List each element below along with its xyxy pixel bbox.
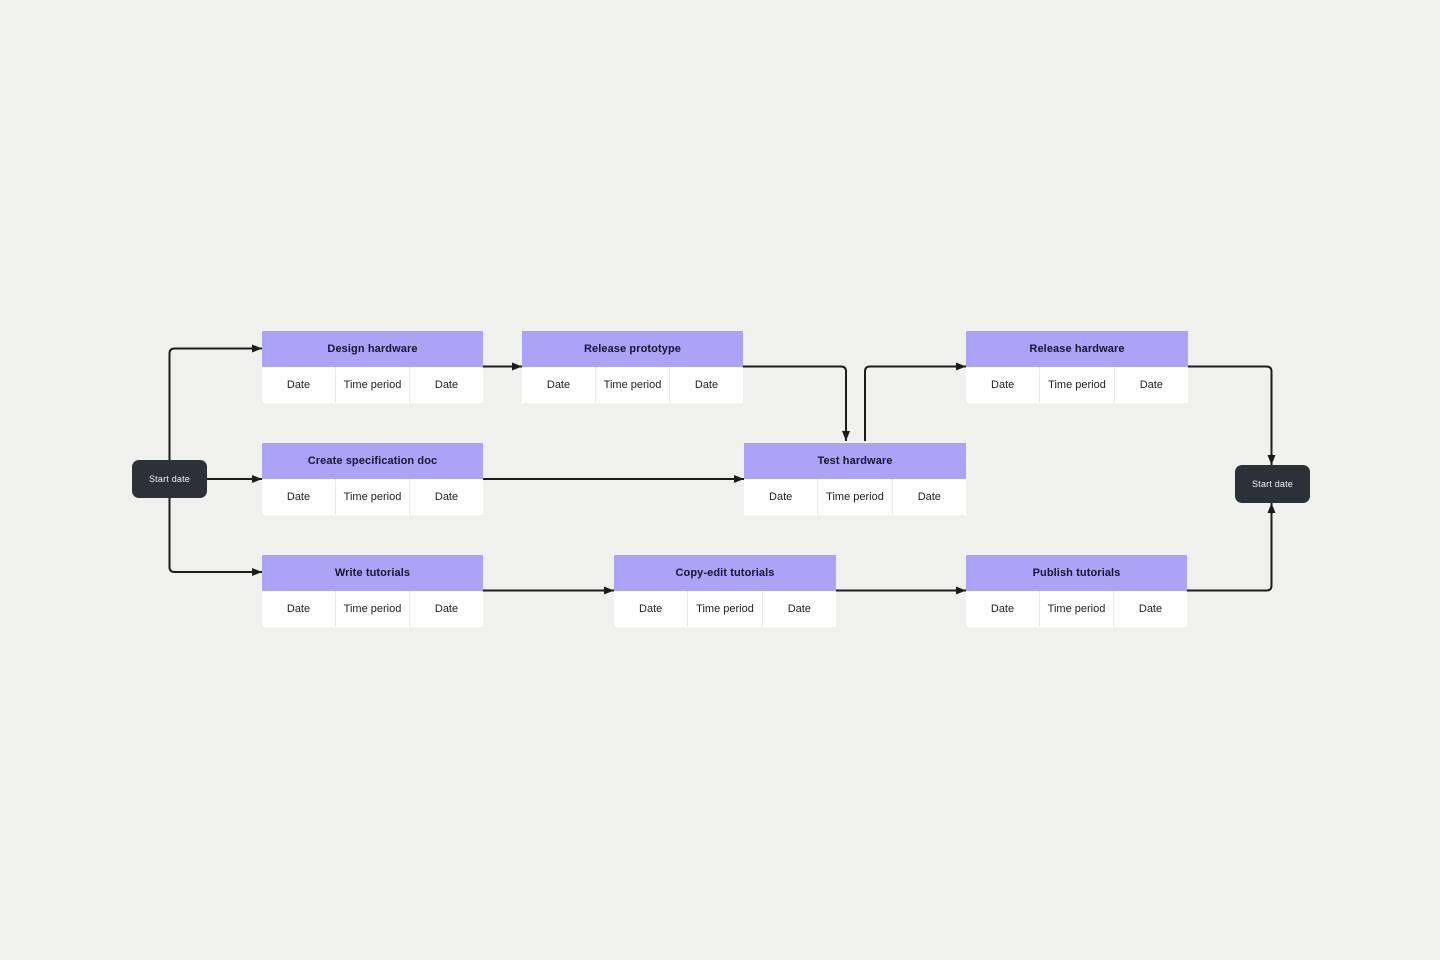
start-date-cell[interactable]: Date xyxy=(546,379,571,391)
end-date-cell[interactable]: Date xyxy=(409,367,483,403)
start-date-cell[interactable]: Date xyxy=(990,603,1015,615)
card-title: Design hardware xyxy=(262,331,483,367)
end-date-cell[interactable]: Date xyxy=(761,591,836,627)
start-date-node-right[interactable]: Start date xyxy=(1235,465,1310,503)
time-period-cell[interactable]: Time period xyxy=(1039,367,1113,403)
card-title: Create specification doc xyxy=(262,443,483,479)
end-date-cell[interactable]: Date xyxy=(409,591,483,627)
card-title: Release prototype xyxy=(522,331,743,367)
time-period-cell[interactable]: Time period xyxy=(687,591,761,627)
task-card-create-specification-doc[interactable]: Create specification doc Date Time perio… xyxy=(262,443,483,515)
card-body: Date Time period Date xyxy=(614,591,836,627)
start-date-cell[interactable]: Date xyxy=(769,491,793,503)
connector-release-hardware-to-start-right[interactable] xyxy=(1188,365,1276,466)
time-period-cell[interactable]: Time period xyxy=(335,591,409,627)
card-title: Release hardware xyxy=(966,331,1188,367)
connector-publish-to-start-right[interactable] xyxy=(1187,503,1276,592)
start-date-cell[interactable]: Date xyxy=(639,603,663,615)
task-card-test-hardware[interactable]: Test hardware Date Time period Date xyxy=(744,443,966,515)
start-date-cell[interactable]: Date xyxy=(286,491,311,503)
end-date-cell[interactable]: Date xyxy=(1113,591,1187,627)
start-date-cell[interactable]: Date xyxy=(286,379,311,391)
card-body: Date Time period Date xyxy=(966,367,1188,403)
task-card-write-tutorials[interactable]: Write tutorials Date Time period Date xyxy=(262,555,483,627)
end-date-cell[interactable]: Date xyxy=(409,479,483,515)
card-body: Date Time period Date xyxy=(744,479,966,515)
time-period-cell[interactable]: Time period xyxy=(335,479,409,515)
time-period-cell[interactable]: Time period xyxy=(335,367,409,403)
task-card-release-prototype[interactable]: Release prototype Date Time period Date xyxy=(522,331,743,403)
time-period-cell[interactable]: Time period xyxy=(595,367,669,403)
card-title: Test hardware xyxy=(744,443,966,479)
task-card-design-hardware[interactable]: Design hardware Date Time period Date xyxy=(262,331,483,403)
time-period-cell[interactable]: Time period xyxy=(1039,591,1113,627)
start-date-cell[interactable]: Date xyxy=(991,379,1015,391)
card-title: Publish tutorials xyxy=(966,555,1187,591)
end-date-cell[interactable]: Date xyxy=(891,479,966,515)
connector-start-left-to-write-tutorials[interactable] xyxy=(168,498,263,576)
card-body: Date Time period Date xyxy=(262,591,483,627)
end-date-cell[interactable]: Date xyxy=(669,367,743,403)
connector-test-hardware-to-release-hardware[interactable] xyxy=(864,362,966,442)
start-date-cell[interactable]: Date xyxy=(286,603,311,615)
start-date-label: Start date xyxy=(1251,479,1294,489)
card-body: Date Time period Date xyxy=(966,591,1187,627)
time-period-cell[interactable]: Time period xyxy=(817,479,891,515)
task-card-release-hardware[interactable]: Release hardware Date Time period Date xyxy=(966,331,1188,403)
card-title: Write tutorials xyxy=(262,555,483,591)
start-date-node-left[interactable]: Start date xyxy=(132,460,207,498)
connector-release-prototype-to-test-hardware[interactable] xyxy=(743,365,850,442)
card-body: Date Time period Date xyxy=(262,479,483,515)
end-date-cell[interactable]: Date xyxy=(1113,367,1188,403)
connector-start-left-to-design-hardware[interactable] xyxy=(168,344,263,461)
card-body: Date Time period Date xyxy=(262,367,483,403)
card-body: Date Time period Date xyxy=(522,367,743,403)
task-card-copy-edit-tutorials[interactable]: Copy-edit tutorials Date Time period Dat… xyxy=(614,555,836,627)
start-date-label: Start date xyxy=(148,474,191,484)
card-title: Copy-edit tutorials xyxy=(614,555,836,591)
task-card-publish-tutorials[interactable]: Publish tutorials Date Time period Date xyxy=(966,555,1187,627)
